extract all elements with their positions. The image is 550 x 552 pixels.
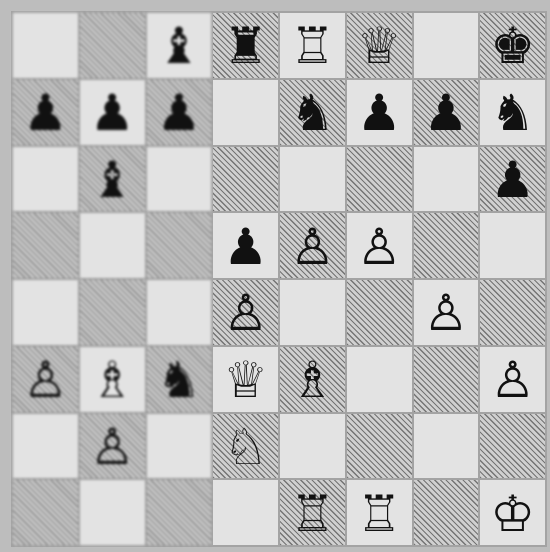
square-a3[interactable]: ♙ (13, 347, 78, 412)
square-c2[interactable] (147, 414, 212, 479)
square-a1[interactable] (13, 480, 78, 545)
white-pawn-icon[interactable]: ♙ (490, 355, 535, 405)
square-e3[interactable]: ♗ (280, 347, 345, 412)
white-pawn-icon[interactable]: ♙ (223, 288, 268, 338)
square-e5[interactable]: ♙ (280, 213, 345, 278)
white-bishop-icon[interactable]: ♗ (290, 355, 335, 405)
black-pawn-icon[interactable]: ♟ (357, 88, 402, 138)
square-d6[interactable] (213, 147, 278, 212)
black-rook-icon[interactable]: ♜ (223, 21, 268, 71)
white-king-icon[interactable]: ♔ (490, 489, 535, 539)
black-bishop-icon[interactable]: ♝ (156, 21, 201, 71)
square-f7[interactable]: ♟ (347, 80, 412, 145)
square-h2[interactable] (480, 414, 545, 479)
square-f3[interactable] (347, 347, 412, 412)
square-d7[interactable] (213, 80, 278, 145)
square-d1[interactable] (213, 480, 278, 545)
square-a7[interactable]: ♟ (13, 80, 78, 145)
square-d2[interactable]: ♘ (213, 414, 278, 479)
square-c3[interactable]: ♞ (147, 347, 212, 412)
white-pawn-icon[interactable]: ♙ (357, 222, 402, 272)
white-pawn-icon[interactable]: ♙ (90, 422, 135, 472)
black-king-icon[interactable]: ♚ (490, 21, 535, 71)
square-c8[interactable]: ♝ (147, 13, 212, 78)
square-a2[interactable] (13, 414, 78, 479)
square-f4[interactable] (347, 280, 412, 345)
white-bishop-icon[interactable]: ♗ (90, 355, 135, 405)
square-e2[interactable] (280, 414, 345, 479)
square-a6[interactable] (13, 147, 78, 212)
square-f8[interactable]: ♕ (347, 13, 412, 78)
square-b7[interactable]: ♟ (80, 80, 145, 145)
white-pawn-icon[interactable]: ♙ (23, 355, 68, 405)
square-e8[interactable]: ♖ (280, 13, 345, 78)
square-b2[interactable]: ♙ (80, 414, 145, 479)
square-b6[interactable]: ♝ (80, 147, 145, 212)
square-e4[interactable] (280, 280, 345, 345)
white-queen-icon[interactable]: ♕ (357, 21, 402, 71)
square-a4[interactable] (13, 280, 78, 345)
black-pawn-icon[interactable]: ♟ (223, 222, 268, 272)
square-d8[interactable]: ♜ (213, 13, 278, 78)
square-f1[interactable]: ♖ (347, 480, 412, 545)
square-h3[interactable]: ♙ (480, 347, 545, 412)
square-g7[interactable]: ♟ (414, 80, 479, 145)
square-c4[interactable] (147, 280, 212, 345)
square-g1[interactable] (414, 480, 479, 545)
black-pawn-icon[interactable]: ♟ (90, 88, 135, 138)
square-e7[interactable]: ♞ (280, 80, 345, 145)
chess-board: ♝ ♜ ♖ ♕ ♚ ♟ ♟ ♟ ♞ ♟ ♟ ♞ ♝ ♟ ♟ ♙ ♙ ♙ ♙ ♙ ♗ ♞ ♕ ♗ ♙ ♙ ♘ ♖ ♖ ♔ (11, 11, 547, 547)
black-knight-icon[interactable]: ♞ (290, 88, 335, 138)
square-b8[interactable] (80, 13, 145, 78)
white-rook-icon[interactable]: ♖ (290, 21, 335, 71)
black-pawn-icon[interactable]: ♟ (156, 88, 201, 138)
white-pawn-icon[interactable]: ♙ (290, 222, 335, 272)
black-bishop-icon[interactable]: ♝ (90, 155, 135, 205)
square-h1[interactable]: ♔ (480, 480, 545, 545)
square-h6[interactable]: ♟ (480, 147, 545, 212)
square-f5[interactable]: ♙ (347, 213, 412, 278)
square-g6[interactable] (414, 147, 479, 212)
white-queen-icon[interactable]: ♕ (223, 355, 268, 405)
square-h4[interactable] (480, 280, 545, 345)
square-h5[interactable] (480, 213, 545, 278)
square-h7[interactable]: ♞ (480, 80, 545, 145)
square-c6[interactable] (147, 147, 212, 212)
square-d4[interactable]: ♙ (213, 280, 278, 345)
square-c7[interactable]: ♟ (147, 80, 212, 145)
square-b5[interactable] (80, 213, 145, 278)
square-g2[interactable] (414, 414, 479, 479)
black-pawn-icon[interactable]: ♟ (423, 88, 468, 138)
black-knight-icon[interactable]: ♞ (490, 88, 535, 138)
square-b4[interactable] (80, 280, 145, 345)
black-pawn-icon[interactable]: ♟ (490, 155, 535, 205)
square-g3[interactable] (414, 347, 479, 412)
square-d5[interactable]: ♟ (213, 213, 278, 278)
square-g5[interactable] (414, 213, 479, 278)
square-b3[interactable]: ♗ (80, 347, 145, 412)
black-knight-icon[interactable]: ♞ (156, 355, 201, 405)
square-g4[interactable]: ♙ (414, 280, 479, 345)
square-f2[interactable] (347, 414, 412, 479)
square-c5[interactable] (147, 213, 212, 278)
white-pawn-icon[interactable]: ♙ (423, 288, 468, 338)
square-b1[interactable] (80, 480, 145, 545)
white-knight-icon[interactable]: ♘ (223, 422, 268, 472)
black-pawn-icon[interactable]: ♟ (23, 88, 68, 138)
square-c1[interactable] (147, 480, 212, 545)
square-e6[interactable] (280, 147, 345, 212)
square-f6[interactable] (347, 147, 412, 212)
white-rook-icon[interactable]: ♖ (357, 489, 402, 539)
square-e1[interactable]: ♖ (280, 480, 345, 545)
white-rook-icon[interactable]: ♖ (290, 489, 335, 539)
square-g8[interactable] (414, 13, 479, 78)
square-a8[interactable] (13, 13, 78, 78)
square-a5[interactable] (13, 213, 78, 278)
square-d3[interactable]: ♕ (213, 347, 278, 412)
square-h8[interactable]: ♚ (480, 13, 545, 78)
